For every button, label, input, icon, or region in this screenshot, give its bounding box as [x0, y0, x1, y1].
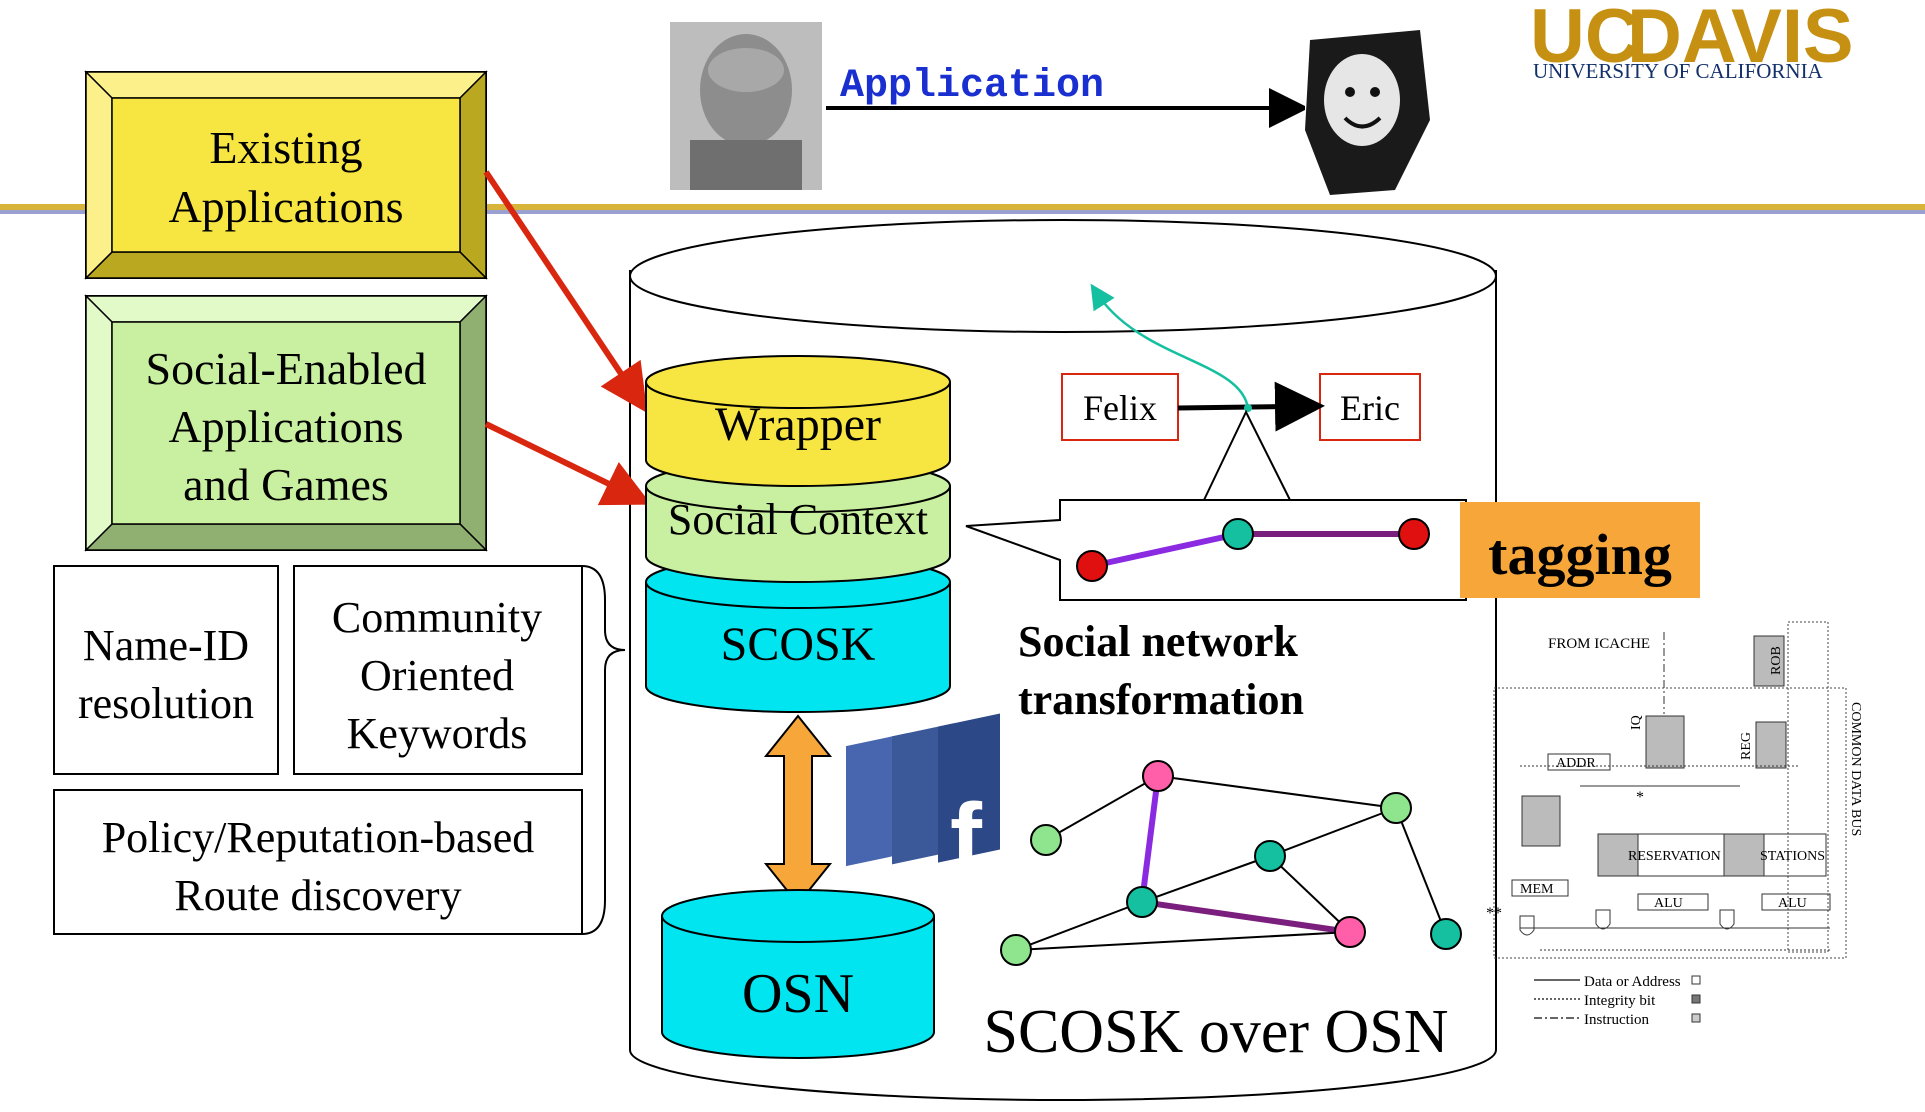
svg-text:Applications: Applications [168, 401, 403, 452]
svg-text:SCOSK: SCOSK [721, 618, 876, 671]
svg-text:Name-ID: Name-ID [83, 621, 249, 670]
svg-text:UC: UC [1530, 0, 1640, 79]
svg-text:Existing: Existing [209, 122, 362, 173]
community-keywords-box: Community Oriented Keywords [293, 565, 583, 775]
svg-text:REG: REG [1739, 732, 1754, 760]
photo-sender [670, 22, 822, 190]
osn-cylinder: OSN [661, 889, 935, 1059]
svg-text:and Games: and Games [183, 459, 389, 510]
svg-text:Keywords: Keywords [347, 709, 528, 758]
transform-label-2: transformation [1018, 675, 1304, 724]
svg-text:Social Context: Social Context [668, 495, 928, 544]
svg-text:**: ** [1486, 905, 1502, 922]
header-rule [0, 204, 1925, 214]
eric-node-box: Eric [1319, 373, 1421, 441]
application-label: Application [840, 64, 1104, 109]
existing-to-wrapper-arrow [483, 170, 648, 413]
svg-text:tagging: tagging [1488, 522, 1672, 587]
wrapper-layer: Wrapper [645, 355, 951, 487]
svg-text:DAVIS: DAVIS [1627, 0, 1854, 79]
svg-text:Policy/Reputation-based: Policy/Reputation-based [102, 813, 535, 862]
existing-applications-box: Existing Applications [84, 70, 488, 280]
architecture-diagram: FROM ICACHE IQ ROB REG ADDR MEM RESERVAT… [1486, 621, 1863, 959]
social-to-context-arrow [484, 421, 652, 506]
svg-text:Felix: Felix [1083, 388, 1157, 428]
svg-text:UNIVERSITY OF CALIFORNIA: UNIVERSITY OF CALIFORNIA [1533, 59, 1824, 83]
brace [581, 565, 626, 935]
name-id-resolution-box: Name-ID resolution [53, 565, 279, 775]
felix-node-box: Felix [1061, 373, 1179, 441]
architecture-legend: Data or Address Integrity bit Instructio… [1534, 974, 1701, 1028]
photo-receiver [1305, 18, 1433, 198]
tagging-badge: tagging [1460, 502, 1700, 598]
social-network-graph [1000, 760, 1462, 966]
scosk-over-osn-caption: SCOSK over OSN [983, 998, 1448, 1066]
svg-text:Data or Address: Data or Address [1584, 974, 1681, 990]
tagging-callout [965, 409, 1467, 601]
tag-curve-arrow [1090, 283, 1250, 409]
svg-text:FROM ICACHE: FROM ICACHE [1548, 636, 1650, 652]
svg-text:Route discovery: Route discovery [174, 871, 461, 920]
svg-text:Community: Community [332, 593, 542, 642]
svg-text:RESERVATION: RESERVATION [1628, 849, 1721, 864]
svg-text:MEM: MEM [1520, 882, 1554, 897]
svg-text:COMMON DATA BUS: COMMON DATA BUS [1848, 702, 1863, 836]
svg-text:STATIONS: STATIONS [1760, 849, 1825, 864]
policy-route-discovery-box: Policy/Reputation-based Route discovery [53, 789, 583, 935]
svg-text:*: * [1636, 789, 1644, 806]
svg-text:f: f [950, 784, 983, 891]
social-enabled-applications-box: Social-Enabled Applications and Games [84, 294, 488, 552]
svg-text:ALU: ALU [1778, 896, 1807, 911]
svg-text:Eric: Eric [1340, 388, 1400, 428]
svg-text:Oriented: Oriented [360, 651, 514, 700]
svg-text:Applications: Applications [168, 181, 403, 232]
ucdavis-logo: UC DAVIS UNIVERSITY OF CALIFORNIA [1530, 0, 1854, 83]
svg-text:ADDR: ADDR [1556, 756, 1596, 771]
svg-text:IQ: IQ [1629, 715, 1644, 730]
svg-text:resolution: resolution [78, 679, 254, 728]
svg-text:Social-Enabled: Social-Enabled [145, 343, 426, 394]
svg-text:ROB: ROB [1769, 646, 1784, 675]
transform-label-1: Social network [1018, 617, 1298, 666]
svg-text:Instruction: Instruction [1584, 1012, 1649, 1028]
svg-text:ALU: ALU [1654, 896, 1683, 911]
svg-text:OSN: OSN [742, 963, 854, 1025]
facebook-icon: f [846, 713, 1000, 891]
svg-text:Integrity bit: Integrity bit [1584, 993, 1656, 1009]
svg-text:Wrapper: Wrapper [715, 398, 881, 451]
